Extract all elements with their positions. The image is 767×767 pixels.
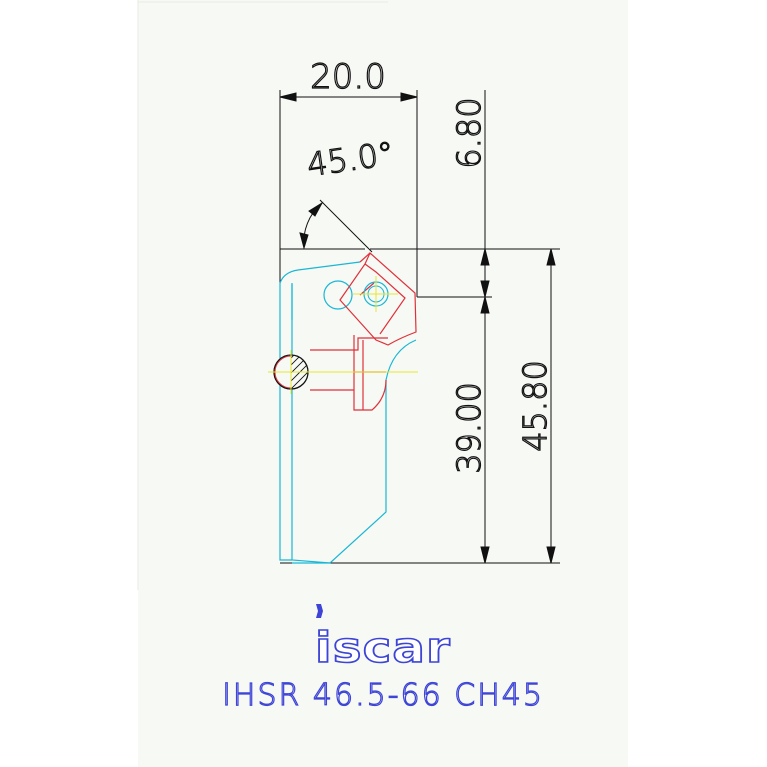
insert-clamp: [310, 252, 417, 411]
tool-caption: IHSR 46.5-66 CH45: [222, 678, 544, 713]
dimension-width-label: 20.0: [310, 57, 386, 97]
dimension-insert-height-label: 6.80: [450, 97, 488, 168]
sheet-upper: [138, 0, 390, 590]
iscar-logo: iscar: [314, 604, 451, 673]
sheet-lower: [138, 590, 628, 767]
dimension-lines: [279, 90, 560, 564]
side-pin: [268, 350, 418, 394]
dimension-total-height-label: 45.80: [516, 360, 554, 452]
logo-text: iscar: [315, 623, 451, 672]
sheet-upper-right: [388, 0, 628, 590]
dimension-shank-height-label: 39.00: [450, 382, 488, 474]
insert-screw: [353, 276, 398, 312]
